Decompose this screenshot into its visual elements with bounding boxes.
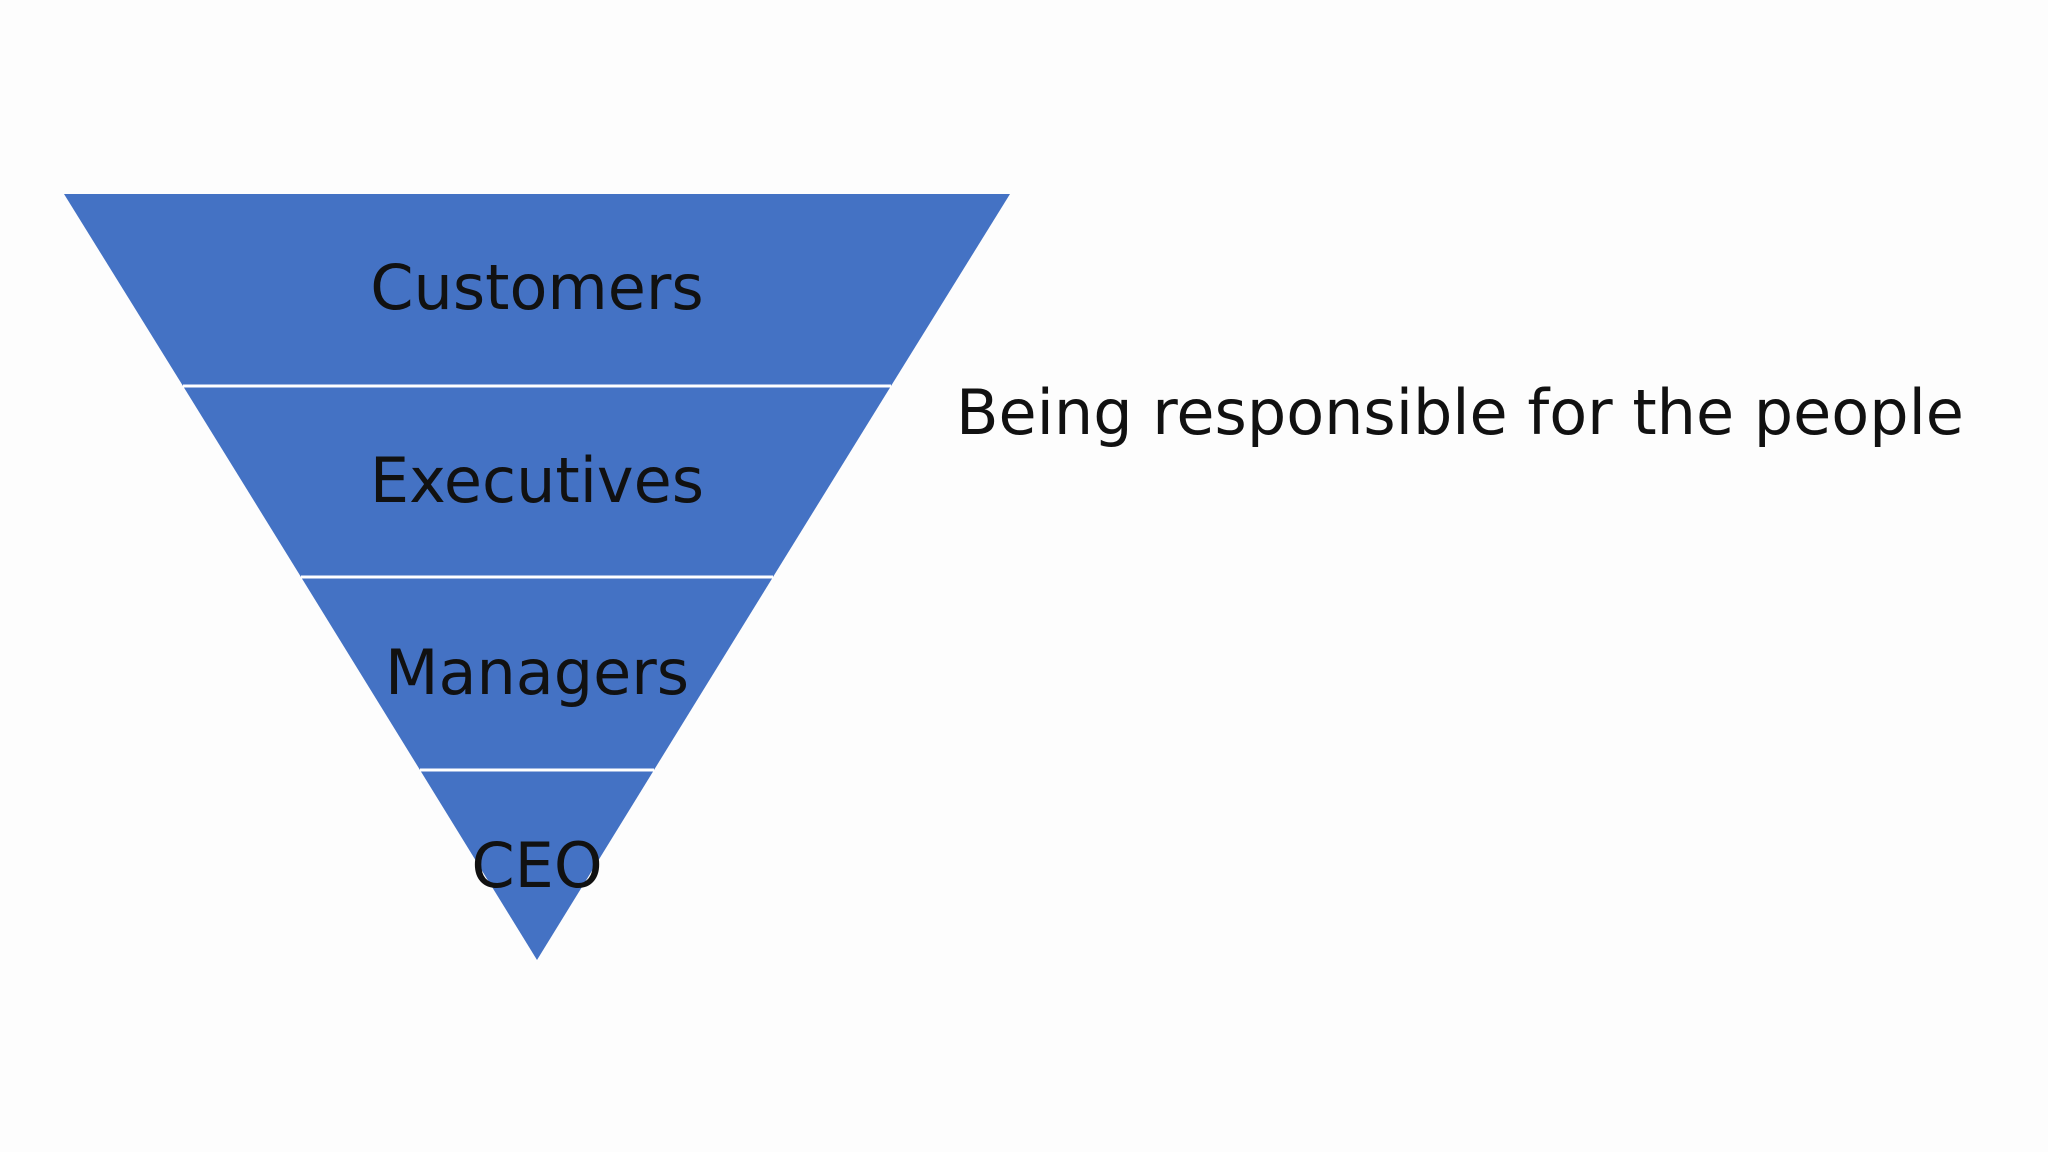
pyramid-tier-executives xyxy=(183,386,891,577)
tier-label-customers: Customers xyxy=(370,251,703,324)
pyramid-tier-customers xyxy=(64,194,1010,386)
tier-label-ceo: CEO xyxy=(471,829,602,902)
pyramid-tier-managers xyxy=(301,577,773,770)
caption-text: Being responsible for the people xyxy=(956,376,1964,449)
pyramid-tier-ceo xyxy=(420,770,654,960)
tier-label-managers: Managers xyxy=(385,636,689,709)
tier-label-executives: Executives xyxy=(370,444,704,517)
